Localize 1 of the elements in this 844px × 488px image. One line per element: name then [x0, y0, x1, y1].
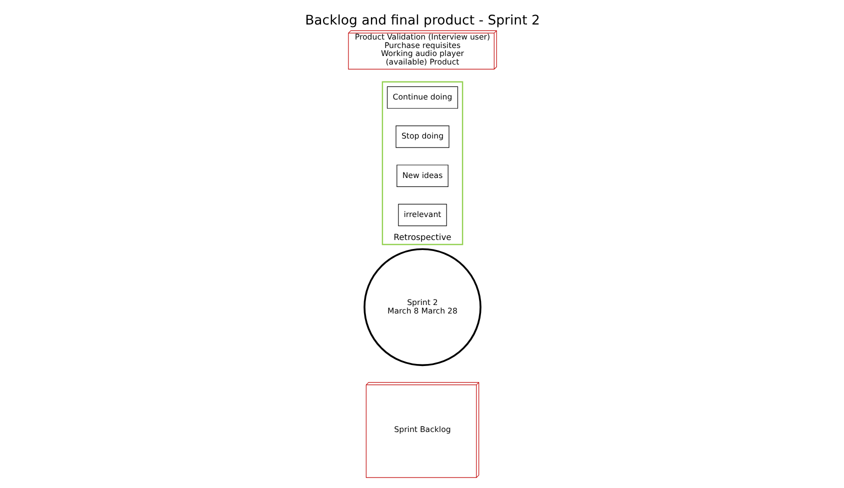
diagram-title: Backlog and final product - Sprint 2	[304, 12, 540, 28]
